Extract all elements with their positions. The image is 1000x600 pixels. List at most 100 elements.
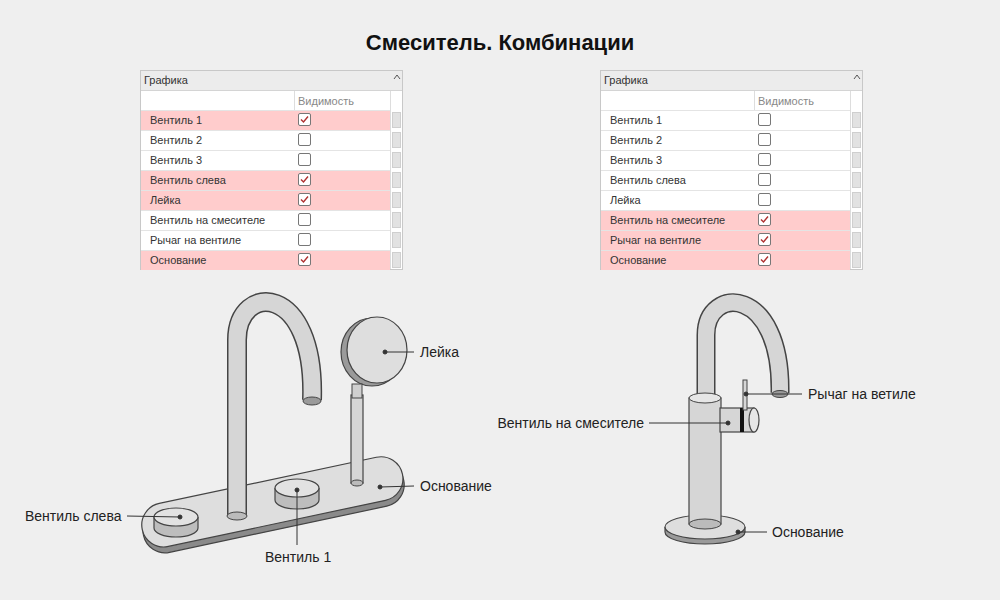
shower-pole-foot: [351, 480, 363, 486]
row-name: Вентиль 3: [610, 154, 662, 166]
checkbox-box: [759, 234, 771, 246]
title: Смеситель. Комбинации: [0, 30, 1000, 56]
column-divider: [390, 91, 391, 269]
shower-pole: [351, 395, 363, 483]
checkbox-box: [759, 114, 771, 126]
table-header: Графика: [601, 71, 862, 91]
checkmark: [761, 237, 768, 243]
checkbox-box: [299, 194, 311, 206]
shower-neck: [352, 384, 362, 398]
leader-line: [738, 532, 767, 533]
table-header: Графика: [141, 71, 402, 91]
checkmark: [301, 177, 308, 183]
checkbox-unchecked: [298, 133, 311, 146]
column-header: Видимость: [298, 95, 354, 107]
row-name: Вентиль слева: [610, 174, 686, 186]
base-plate-top: [138, 453, 407, 551]
checkbox-box: [759, 194, 771, 206]
checkmark: [301, 197, 308, 203]
scroll-button: [852, 212, 861, 228]
collapse-caret: [393, 74, 401, 80]
base-plate: [138, 453, 409, 557]
column-divider: [850, 91, 851, 269]
checkbox-checked: [298, 113, 311, 126]
scroll-button: [392, 112, 401, 128]
shower-head: [347, 317, 407, 383]
checkbox-checked: [758, 233, 771, 246]
scroll-button: [852, 252, 861, 268]
property-table: ГрафикаВидимостьВентиль 1Вентиль 2Вентил…: [140, 70, 403, 270]
checkbox-unchecked: [758, 173, 771, 186]
scroll-button: [852, 192, 861, 208]
checkbox-box: [759, 254, 771, 266]
checkmark: [761, 257, 768, 263]
property-table: ГрафикаВидимостьВентиль 1 Вентиль 2 Вентил…: [600, 70, 863, 270]
leader-lines: [127, 350, 802, 545]
row-name: Основание: [610, 254, 666, 266]
valve-end: [749, 408, 759, 432]
leader-dot: [744, 392, 748, 396]
valve-ring: [740, 408, 744, 432]
checkbox-unchecked: [758, 193, 771, 206]
row-name: Вентиль 2: [610, 134, 662, 146]
row-name: Вентиль 1: [150, 114, 202, 126]
leader-line: [297, 490, 298, 545]
checkmark: [301, 117, 308, 123]
leader-dot: [295, 488, 299, 492]
row-name: Вентиль на смесителе: [150, 214, 265, 226]
table-header-text: Графика: [144, 74, 188, 86]
checkmark: [301, 257, 308, 263]
callout-label: Основание: [420, 478, 492, 494]
scroll-button: [392, 252, 401, 268]
column-header: Видимость: [758, 95, 814, 107]
leader-dot: [378, 485, 382, 489]
table-header-text: Графика: [604, 74, 648, 86]
scroll-button: [392, 172, 401, 188]
lever: [743, 380, 747, 410]
scroll-button: [392, 132, 401, 148]
callout-label: Вентиль 1: [265, 549, 331, 565]
spout-foot: [227, 512, 247, 520]
row-name: Вентиль слева: [150, 174, 226, 186]
checkbox-checked: [758, 213, 771, 226]
leader-line: [380, 486, 414, 487]
checkbox-unchecked: [298, 213, 311, 226]
row-name: Лейка: [150, 194, 181, 206]
checkbox-unchecked: [758, 113, 771, 126]
leader-line: [127, 516, 180, 517]
checkbox-unchecked: [298, 153, 311, 166]
checkbox-box: [759, 154, 771, 166]
leader-line: [385, 352, 414, 353]
callout-label: Лейка: [420, 344, 459, 360]
row-name: Рычаг на вентиле: [610, 234, 701, 246]
row-name: Вентиль 1: [610, 114, 662, 126]
row-name: Лейка: [610, 194, 641, 206]
caret-stroke: [854, 75, 860, 79]
checkbox-box: [299, 154, 311, 166]
checkbox-box: [299, 114, 311, 126]
checkbox-box: [299, 254, 311, 266]
valve-left: [154, 508, 198, 537]
checkbox-box: [299, 214, 311, 226]
row-name: Вентиль 3: [150, 154, 202, 166]
callout-label: Рычаг на ветиле: [808, 386, 916, 402]
scroll-button: [852, 112, 861, 128]
leader-dot: [383, 350, 387, 354]
scroll-button: [852, 152, 861, 168]
scroll-button: [392, 232, 401, 248]
checkbox-unchecked: [298, 233, 311, 246]
checkbox-unchecked: [758, 133, 771, 146]
checkbox-box: [759, 214, 771, 226]
leader-dot: [178, 515, 182, 519]
checkbox-box: [299, 174, 311, 186]
checkbox-box: [299, 134, 311, 146]
scroll-button: [852, 172, 861, 188]
checkbox-box: [759, 174, 771, 186]
checkbox-box: [759, 134, 771, 146]
collapse-caret: [853, 74, 861, 80]
leader-dot: [726, 421, 730, 425]
row-name: Вентиль на смесителе: [610, 214, 725, 226]
checkbox-unchecked: [758, 153, 771, 166]
checkmark: [761, 217, 768, 223]
leader-line: [649, 423, 728, 424]
